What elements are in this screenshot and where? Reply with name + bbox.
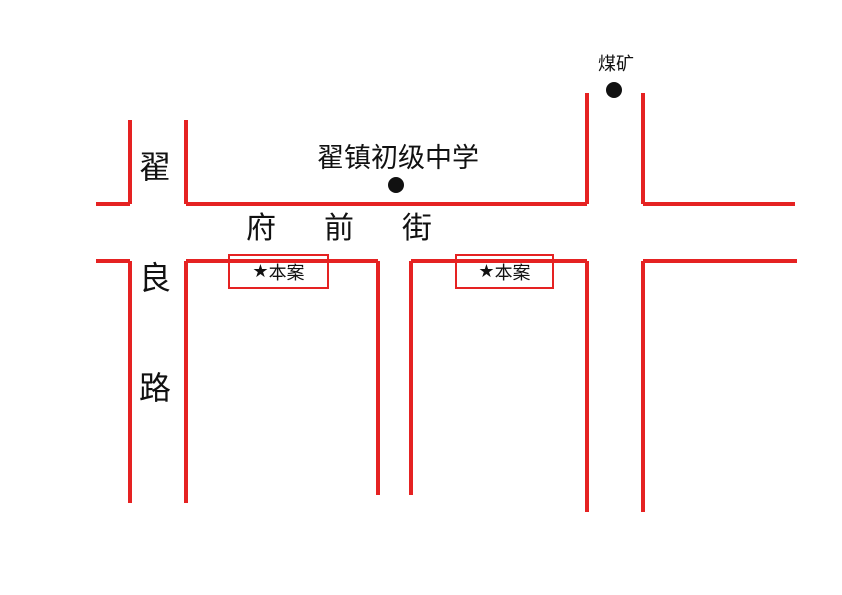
star-icon: ★ (478, 261, 495, 282)
project-site-box-west: ★本案 (228, 254, 329, 289)
project-site-label: 本案 (268, 262, 305, 284)
dot-marker-icon (606, 82, 622, 98)
school-label: 翟镇初级中学 (317, 143, 479, 174)
dot-marker-icon (388, 177, 404, 193)
street-label-fuqian-2: 前 (324, 211, 354, 246)
project-site-box-east: ★本案 (455, 254, 554, 289)
project-site-label: 本案 (494, 262, 531, 284)
street-label-zhailiang-3: 路 (139, 369, 172, 407)
street-label-zhailiang-1: 翟 (139, 148, 172, 186)
coal-mine-label: 煤矿 (598, 54, 634, 75)
star-icon: ★ (252, 261, 269, 282)
street-label-fuqian-3: 街 (402, 211, 432, 246)
street-label-fuqian-1: 府 (246, 211, 276, 246)
street-label-zhailiang-2: 良 (139, 259, 172, 297)
